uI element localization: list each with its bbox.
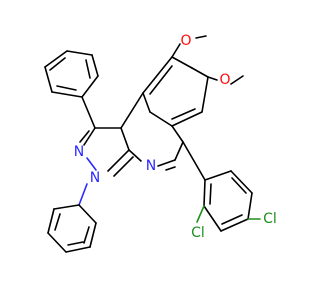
- bond-ch3-o-mid: [230, 75, 244, 85]
- bond-ch3-o-top: [195, 35, 207, 39]
- phenyl-top-left: [44, 50, 99, 129]
- molecule-structure-canvas: O O N N N Cl Cl: [44, 33, 277, 253]
- bond-o-ring-mid: [207, 76, 218, 81]
- methoxy-mid-group: [207, 75, 244, 85]
- oxygen-label-top: O: [180, 33, 191, 49]
- molecule-structure-diagram: O O N N N Cl Cl: [44, 33, 277, 253]
- benzo-ring: [142, 56, 209, 127]
- bond-o-ring-top: [171, 43, 181, 58]
- chlorine-label-para: Cl: [263, 211, 277, 227]
- phenyl-bottom-left: [47, 183, 97, 253]
- methoxy-top-group: [171, 35, 207, 58]
- chlorine-label-ortho: Cl: [191, 225, 205, 241]
- nitrogen-label-n3: N: [90, 170, 100, 186]
- pyridine-ring: [120, 92, 184, 171]
- oxygen-label-mid: O: [219, 72, 230, 88]
- atom-labels: O O N N N Cl Cl: [74, 33, 277, 241]
- nitrogen-label-n4: N: [146, 158, 156, 174]
- dichlorophenyl-ring: [182, 141, 261, 232]
- nitrogen-label-n2: N: [74, 144, 84, 160]
- pyrazole-ring: [79, 127, 134, 177]
